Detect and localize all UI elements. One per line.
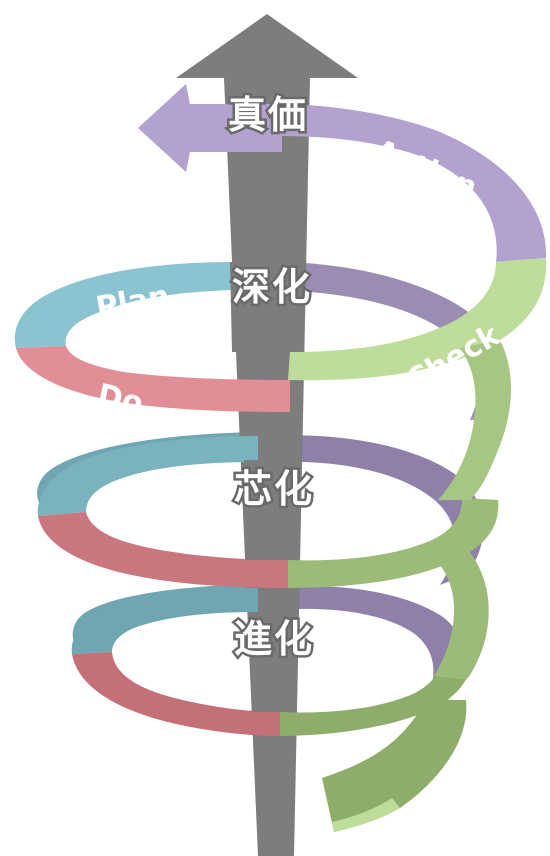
action-band bbox=[280, 104, 547, 262]
spiral-third-coil bbox=[71, 552, 489, 832]
action-band-under-arrow bbox=[224, 104, 282, 152]
coil2-plan-band bbox=[37, 436, 258, 516]
central-arrow-shape bbox=[176, 14, 358, 856]
arrow-label-upper: 深化 bbox=[232, 265, 312, 309]
arrow-label-top: 真価 bbox=[228, 93, 308, 137]
coil3-check-descent bbox=[434, 552, 489, 680]
arrow-labels: 真価 深化 芯化 進化 bbox=[225, 91, 314, 664]
spiral-top-coil bbox=[14, 84, 547, 412]
coil3-plan-band bbox=[71, 588, 259, 654]
arrow-front-segment-3 bbox=[250, 612, 296, 712]
arrow-front-segment-2 bbox=[244, 460, 298, 560]
arrow-front-segments bbox=[230, 262, 300, 712]
spiral-tail-edge bbox=[332, 798, 400, 832]
coil2-do-band bbox=[38, 512, 288, 588]
arrow-label-mid: 芯化 bbox=[234, 467, 314, 511]
plan-band bbox=[14, 262, 233, 348]
coil2-check-band bbox=[288, 498, 499, 588]
spiral-tail bbox=[322, 700, 467, 832]
arrow-front-segment-1 bbox=[230, 262, 300, 352]
spiral-back-coil-3 bbox=[275, 586, 464, 712]
action-arrowhead bbox=[138, 84, 230, 172]
coil2-check-descent bbox=[438, 340, 512, 500]
spiral-back-coil-1 bbox=[275, 262, 507, 420]
coil3-check-band bbox=[280, 664, 470, 736]
arrow-label-lower: 進化 bbox=[234, 617, 314, 661]
coil3-do-band bbox=[72, 652, 280, 736]
do-band bbox=[16, 346, 290, 412]
spiral-back-coil-2 bbox=[275, 435, 484, 585]
spiral-second-coil bbox=[37, 340, 512, 588]
central-arrow bbox=[176, 14, 358, 856]
